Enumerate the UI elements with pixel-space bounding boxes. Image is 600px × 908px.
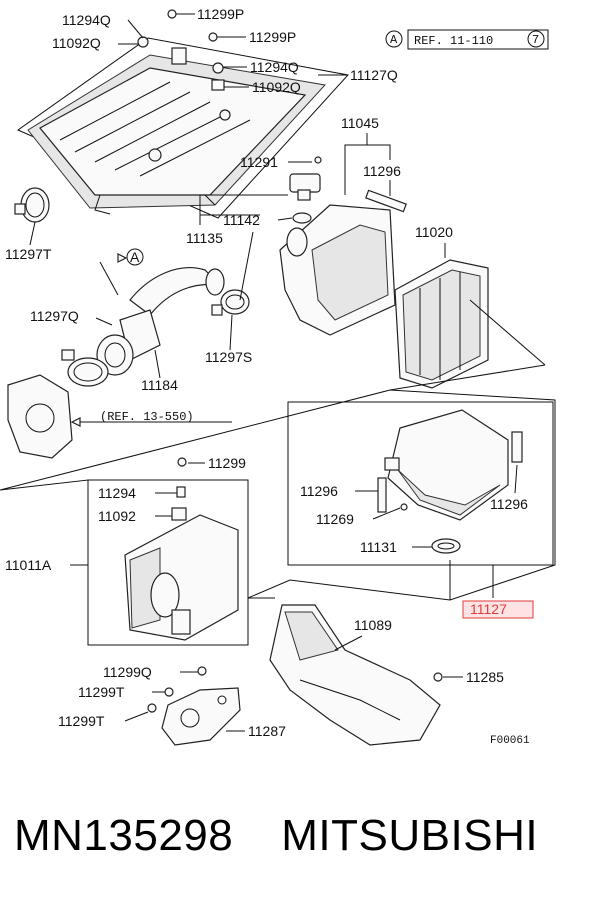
callout-11296-b: 11296	[300, 483, 338, 499]
callout-11297T: 11297T	[5, 246, 52, 262]
callout-11127Q: 11127Q	[350, 67, 398, 83]
callout-11287: 11287	[248, 723, 286, 739]
callout-11299P-a: 11299P	[197, 6, 244, 22]
footer: MN135298 MITSUBISHI	[14, 806, 594, 866]
resonator-11011A	[124, 507, 239, 641]
callout-11020: 11020	[415, 224, 453, 240]
callout-11296-a: 11296	[363, 163, 401, 179]
callout-11299-bolt: 11299	[208, 455, 246, 471]
clamp-11297Q	[61, 349, 109, 387]
figure-code: F00061	[490, 735, 530, 747]
callout-11092Q-a: 11092Q	[52, 35, 101, 51]
seal-11131	[431, 538, 461, 554]
throttle-body-ref	[7, 374, 73, 459]
callout-11092Q-b: 11092Q	[252, 79, 301, 95]
callout-11011A: 11011A	[5, 557, 52, 573]
callout-11142: 11142	[223, 212, 260, 228]
callout-11299P-b: 11299P	[249, 29, 296, 45]
callout-11131: 11131	[360, 539, 397, 555]
callout-11127-highlighted: 11127	[470, 601, 507, 617]
callout-11092: 11092	[98, 508, 136, 524]
callout-11184: 11184	[141, 377, 178, 393]
ref-13-550: (REF. 13-550)	[100, 410, 194, 424]
svg-text:7: 7	[532, 33, 539, 47]
brand-name: MITSUBISHI	[281, 811, 539, 860]
svg-text:A: A	[390, 33, 398, 47]
callout-11296-c: 11296	[490, 496, 528, 512]
ref-11-110: A REF. 11-110 7	[385, 29, 549, 50]
part-number: MN135298	[14, 811, 234, 860]
callout-11291: 11291	[240, 154, 278, 170]
callout-11045: 11045	[341, 115, 379, 131]
air-filter-11020	[394, 259, 489, 389]
air-cleaner-lower-11127	[377, 409, 523, 521]
marker-a: A	[130, 249, 140, 265]
air-cleaner-upper-11045	[279, 189, 407, 336]
callout-11297Q: 11297Q	[30, 308, 79, 324]
callout-11269: 11269	[316, 511, 354, 527]
callout-11285: 11285	[466, 669, 504, 685]
clamp-11297T	[14, 187, 50, 223]
callout-11294: 11294	[98, 485, 136, 501]
bracket-11287	[161, 687, 241, 746]
callout-11089: 11089	[354, 617, 392, 633]
air-duct-11089	[269, 604, 441, 746]
oring-11142	[292, 212, 312, 224]
callout-11299Q-bottom: 11299Q	[103, 664, 152, 680]
clamp-11297S	[211, 289, 250, 316]
highlight-box-11127	[462, 600, 534, 619]
callout-11299T-b: 11299T	[58, 713, 105, 729]
parts-diagram: 11294Q 11299P 11092Q 11299P 11294Q 11092…	[0, 6, 556, 747]
callout-11294Q-b: 11294Q	[250, 59, 299, 75]
sensor-11291	[289, 156, 322, 201]
callout-11297S: 11297S	[205, 349, 252, 365]
callout-11294Q-a: 11294Q	[62, 12, 111, 28]
engine-cover	[16, 9, 349, 219]
callout-11299T-a: 11299T	[78, 684, 125, 700]
callout-11135: 11135	[186, 230, 223, 246]
svg-text:REF. 11-110: REF. 11-110	[414, 34, 493, 48]
